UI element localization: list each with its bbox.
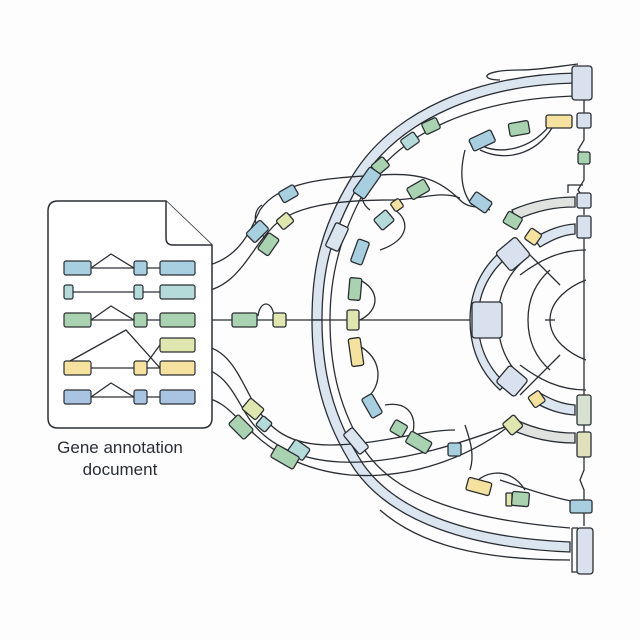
exon [63,312,92,328]
exon-node [346,309,360,331]
exon-node [347,336,365,368]
exon [159,337,196,353]
right-spine [567,100,587,573]
exon-node [502,210,523,230]
exon-node [527,390,546,409]
hub-node-lower [496,365,528,397]
exon-node [343,427,369,455]
exon [63,360,92,376]
exon-node [406,178,431,200]
exon [159,284,196,300]
caption-line-1: Gene annotation [57,438,183,457]
exon-node [465,476,493,497]
exon-nodes [228,114,573,508]
exon [133,260,148,276]
gene-track [63,382,196,405]
gene-track [63,329,196,376]
exon [133,312,148,328]
gene-track [63,284,196,300]
exon-node [228,414,254,440]
exon-node [524,227,543,246]
exon-node [405,430,433,454]
exon [159,360,196,376]
band-gray-upper [511,196,576,221]
terminal-nodes [569,65,594,575]
terminal-node [571,65,593,101]
exon-node [275,212,295,230]
terminal-node [576,394,592,426]
exon-node [347,277,363,301]
terminal-node [576,192,592,209]
document-tracks [63,253,196,405]
exon-node [373,209,395,231]
exon-node [245,219,269,243]
exon [159,260,196,276]
hub-node-upper [495,237,531,271]
exon-node [361,393,383,419]
exon-node [352,166,382,200]
exon [63,389,92,405]
terminal-node [576,431,592,458]
exon-node [389,419,408,438]
exon-node [278,184,299,204]
exon-node [421,117,441,135]
band-gray-lower [511,419,576,444]
exon-node [502,414,524,436]
exon-node [447,442,462,457]
exon-node [350,238,370,266]
exon [63,284,74,300]
exon-node [241,398,265,420]
terminal-node [577,151,591,165]
exon [133,284,144,300]
exon-node [231,312,258,328]
exon-node [270,444,300,470]
exon [159,312,196,328]
caption-line-2: document [82,460,158,479]
exon-node [545,114,573,129]
exon-node [468,191,493,214]
exon [63,260,92,276]
terminal-node [569,499,593,514]
exon-node [272,312,287,328]
exon [133,389,148,405]
exon-node [510,490,531,508]
exon-node [468,129,496,152]
terminal-node [576,112,592,129]
exon-node [257,232,280,257]
exon-node [400,131,420,151]
band-blue-upper [533,223,576,248]
exon [159,389,196,405]
exon [133,360,148,376]
terminal-node [576,215,592,239]
exon-node [390,198,404,212]
document-caption: Gene annotation document [40,437,200,481]
gene-track [63,305,196,328]
exon-node [507,120,531,137]
hub-node-center [471,301,503,339]
terminal-node [576,527,594,575]
gene-track [63,253,196,276]
exon-node [255,415,273,433]
outer-band-bottom [311,319,571,553]
exon-node [325,222,349,252]
